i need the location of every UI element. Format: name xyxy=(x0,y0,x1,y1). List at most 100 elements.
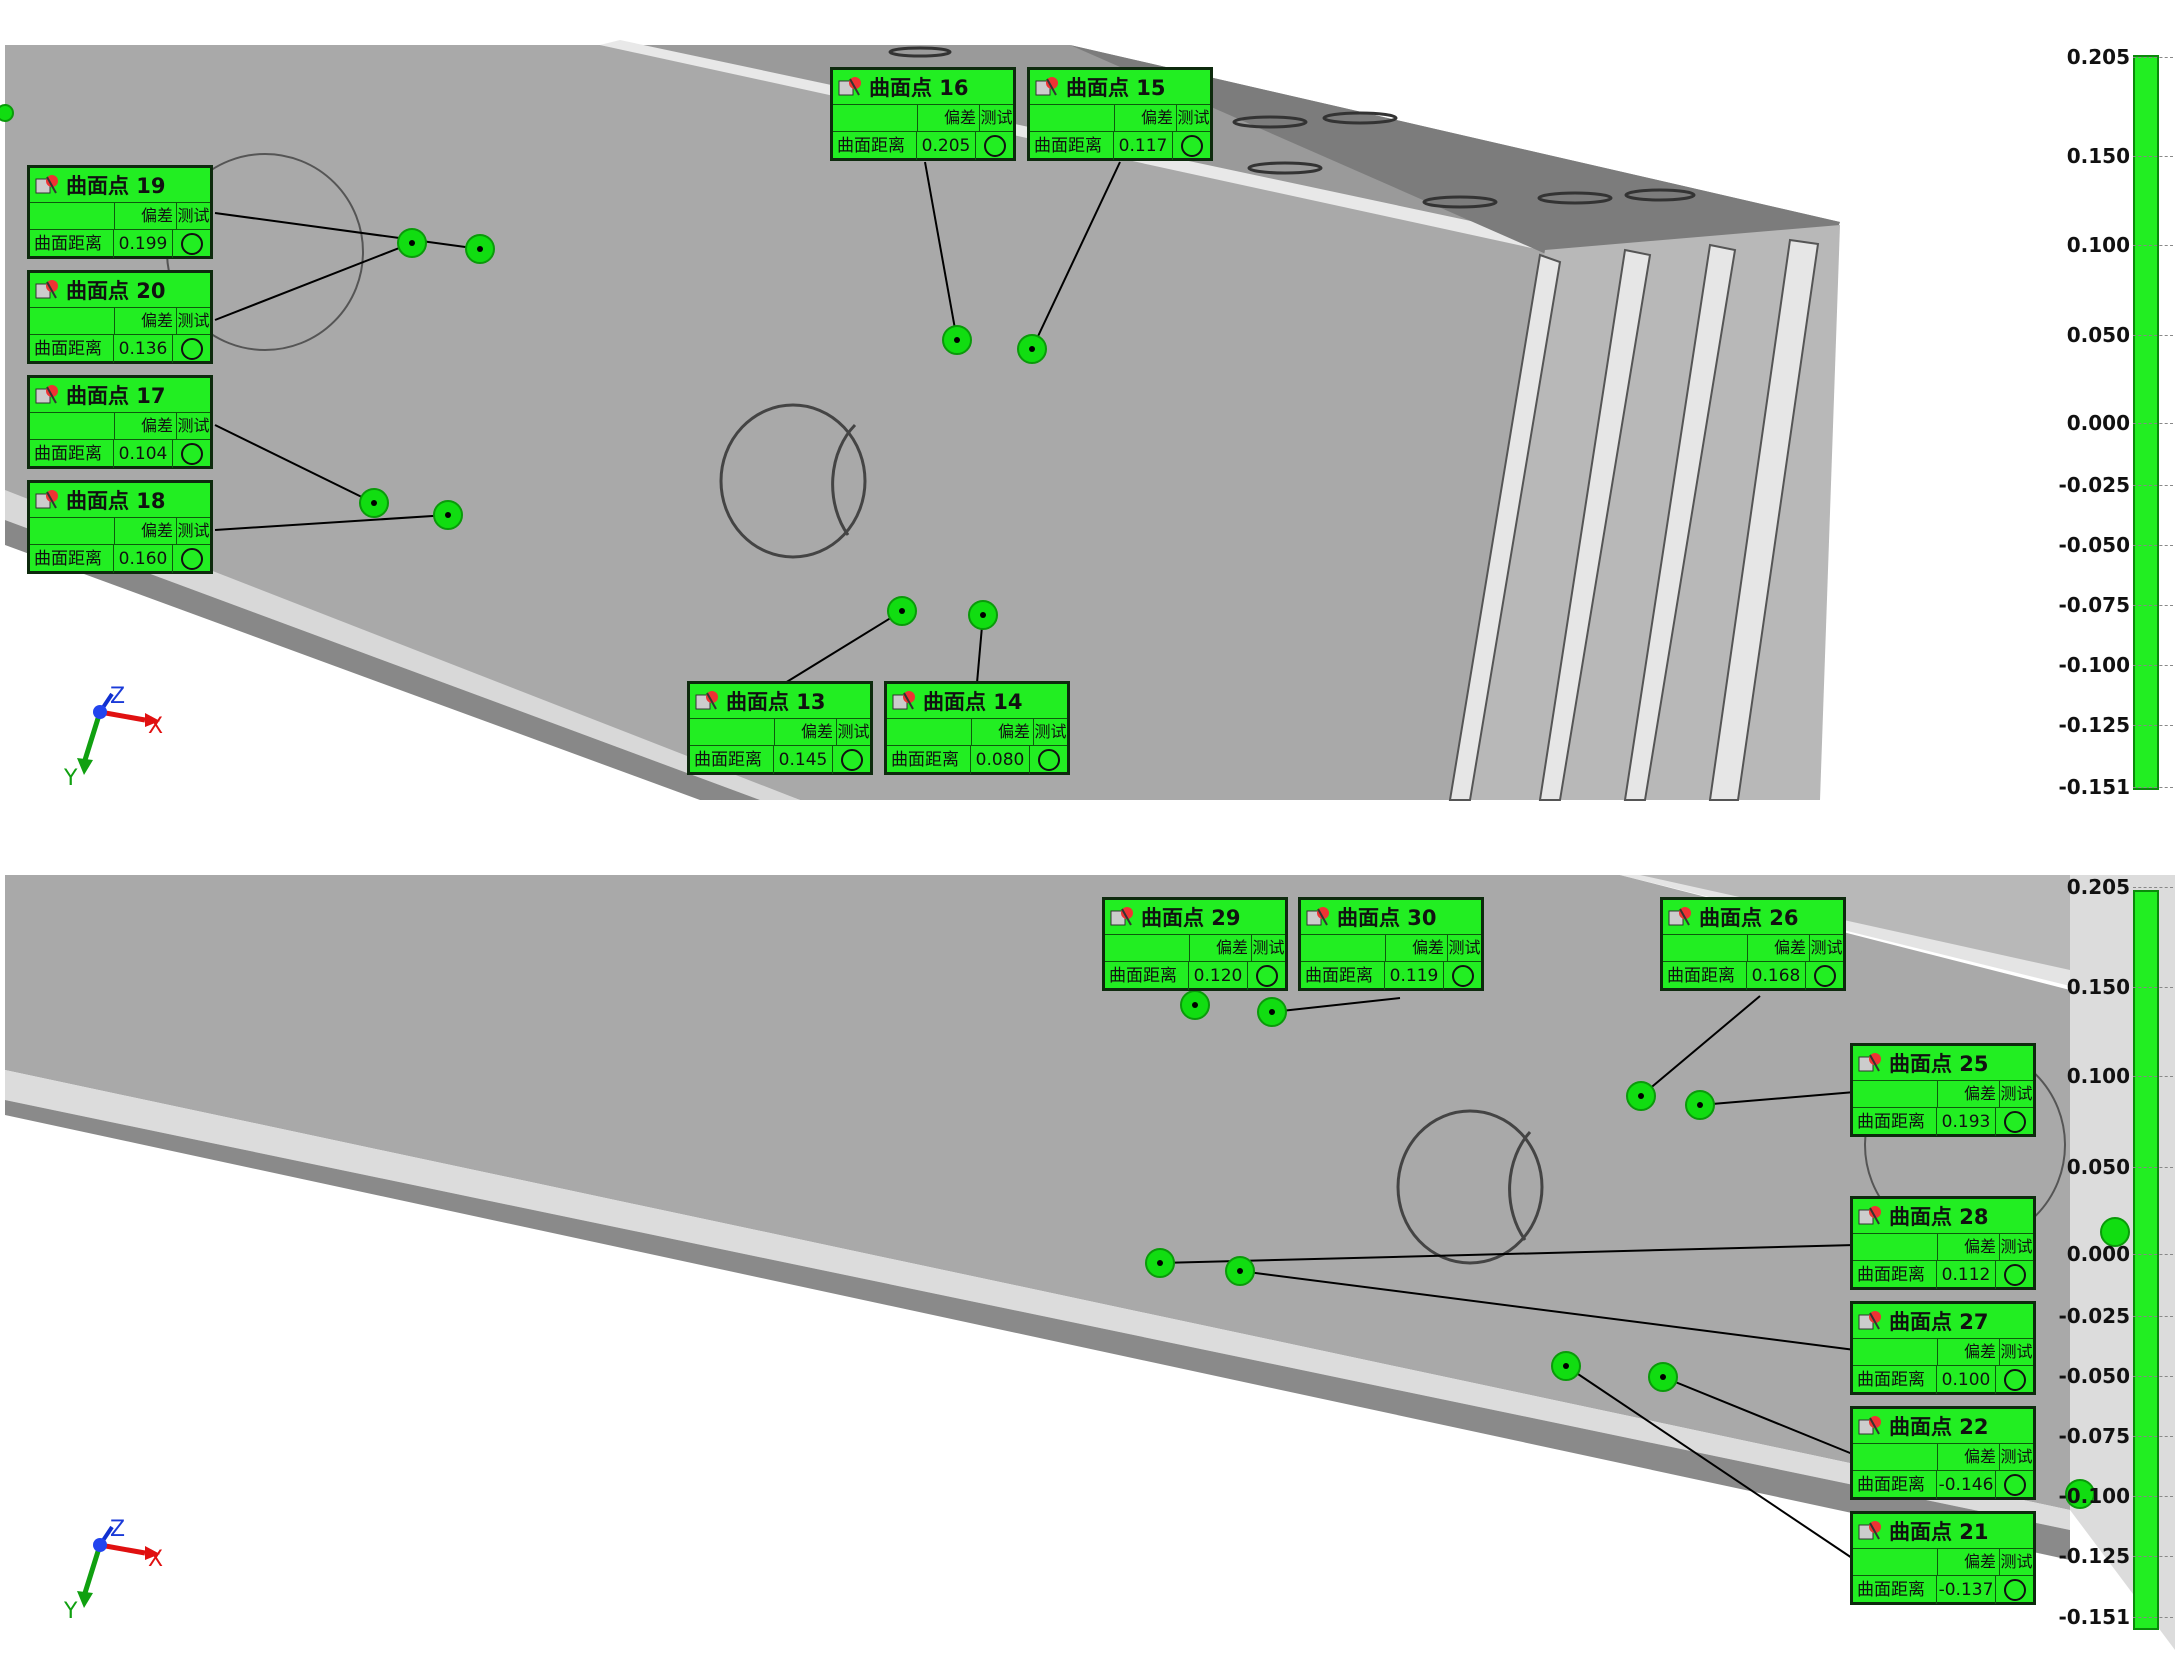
deviation-header: 偏差 xyxy=(1938,1234,2000,1260)
test-header: 测试 xyxy=(837,722,870,741)
deviation-value: 0.160 xyxy=(114,545,173,573)
test-header: 测试 xyxy=(177,206,210,225)
scale-tick-mark xyxy=(2133,1436,2173,1437)
row-label: 曲面距离 xyxy=(1105,962,1189,990)
deviation-value: 0.100 xyxy=(1937,1366,1996,1394)
axis-x-label: X xyxy=(148,714,164,739)
row-label: 曲面距离 xyxy=(833,132,917,160)
test-status-icon xyxy=(1037,749,1060,771)
row-label: 曲面距离 xyxy=(1853,1576,1937,1604)
scale-tick-mark xyxy=(2133,987,2173,988)
callout-title: 曲面点 25 xyxy=(1889,1052,1989,1076)
test-status-icon xyxy=(1451,965,1474,987)
row-label: 曲面距离 xyxy=(30,335,114,363)
scale-tick-mark xyxy=(2133,787,2173,788)
deviation-value: -0.137 xyxy=(1937,1576,1996,1604)
deviation-header: 偏差 xyxy=(972,719,1034,745)
deviation-header: 偏差 xyxy=(1938,1339,2000,1365)
row-label: 曲面距离 xyxy=(1853,1108,1937,1136)
deviation-header: 偏差 xyxy=(1190,935,1252,961)
callout-point-21[interactable]: 曲面点 21 偏差测试 曲面距离-0.137 xyxy=(1850,1511,2036,1605)
surface-point-icon xyxy=(1667,905,1693,929)
row-label: 曲面距离 xyxy=(30,440,114,468)
row-label: 曲面距离 xyxy=(1301,962,1385,990)
scale-tick-label: 0.050 xyxy=(2066,1155,2130,1179)
axis-z-label: Z xyxy=(110,1517,126,1542)
scale-tick-label: 0.050 xyxy=(2066,323,2130,347)
scale-tick-mark xyxy=(2133,1167,2173,1168)
scale-tick-mark xyxy=(2133,887,2173,888)
test-status-icon xyxy=(2003,1264,2026,1286)
test-header: 测试 xyxy=(2000,1237,2033,1256)
deviation-value: 0.199 xyxy=(114,230,173,258)
scale-tick-label: 0.000 xyxy=(2066,1242,2130,1266)
surface-point-icon xyxy=(891,689,917,713)
scale-tick-label: 0.100 xyxy=(2066,1064,2130,1088)
scale-tick-label: 0.150 xyxy=(2066,975,2130,999)
test-header: 测试 xyxy=(1448,938,1481,957)
deviation-value: 0.080 xyxy=(971,746,1030,774)
scale-tick-label: 0.000 xyxy=(2066,411,2130,435)
test-header: 测试 xyxy=(177,521,210,540)
scale-tick-label: -0.050 xyxy=(2058,1364,2130,1388)
deviation-value: -0.146 xyxy=(1937,1471,1996,1499)
deviation-value: 0.193 xyxy=(1937,1108,1996,1136)
deviation-header: 偏差 xyxy=(1386,935,1448,961)
scale-tick-label: -0.075 xyxy=(2058,593,2130,617)
bottom-part-model xyxy=(5,875,2175,1650)
deviation-value: 0.136 xyxy=(114,335,173,363)
deviation-value: 0.168 xyxy=(1747,962,1806,990)
scale-tick-mark xyxy=(2133,1076,2173,1077)
test-status-icon xyxy=(180,443,203,465)
row-label: 曲面距离 xyxy=(1853,1471,1937,1499)
callout-title: 曲面点 18 xyxy=(66,489,166,513)
surface-point-icon xyxy=(34,383,60,407)
row-label: 曲面距离 xyxy=(1030,132,1114,160)
test-status-icon xyxy=(180,233,203,255)
scale-tick-label: -0.050 xyxy=(2058,533,2130,557)
scale-tick-mark xyxy=(2133,1376,2173,1377)
deviation-header: 偏差 xyxy=(115,413,177,439)
deviation-value: 0.145 xyxy=(774,746,833,774)
scale-tick-label: -0.151 xyxy=(2058,1605,2130,1629)
callout-title: 曲面点 29 xyxy=(1141,906,1241,930)
callout-point-22[interactable]: 曲面点 22 偏差测试 曲面距离-0.146 xyxy=(1850,1406,2036,1500)
test-status-icon xyxy=(180,338,203,360)
scale-tick-label: -0.125 xyxy=(2058,713,2130,737)
callout-title: 曲面点 14 xyxy=(923,690,1023,714)
callout-title: 曲面点 17 xyxy=(66,384,166,408)
scale-tick-label: -0.025 xyxy=(2058,473,2130,497)
surface-point-icon xyxy=(1857,1414,1883,1438)
scale-tick-label: 0.100 xyxy=(2066,233,2130,257)
test-status-icon xyxy=(2003,1474,2026,1496)
surface-point-icon xyxy=(1305,905,1331,929)
scale-tick-mark xyxy=(2133,605,2173,606)
test-header: 测试 xyxy=(1034,722,1067,741)
axis-y-label: Y xyxy=(64,1599,78,1624)
test-status-icon xyxy=(840,749,863,771)
test-status-icon xyxy=(2003,1369,2026,1391)
row-label: 曲面距离 xyxy=(1853,1366,1937,1394)
surface-point-icon xyxy=(34,278,60,302)
surface-point-icon xyxy=(1857,1519,1883,1543)
deviation-color-scale xyxy=(2133,55,2159,790)
deviation-header: 偏差 xyxy=(775,719,837,745)
test-header: 测试 xyxy=(2000,1342,2033,1361)
surface-point-icon xyxy=(34,488,60,512)
